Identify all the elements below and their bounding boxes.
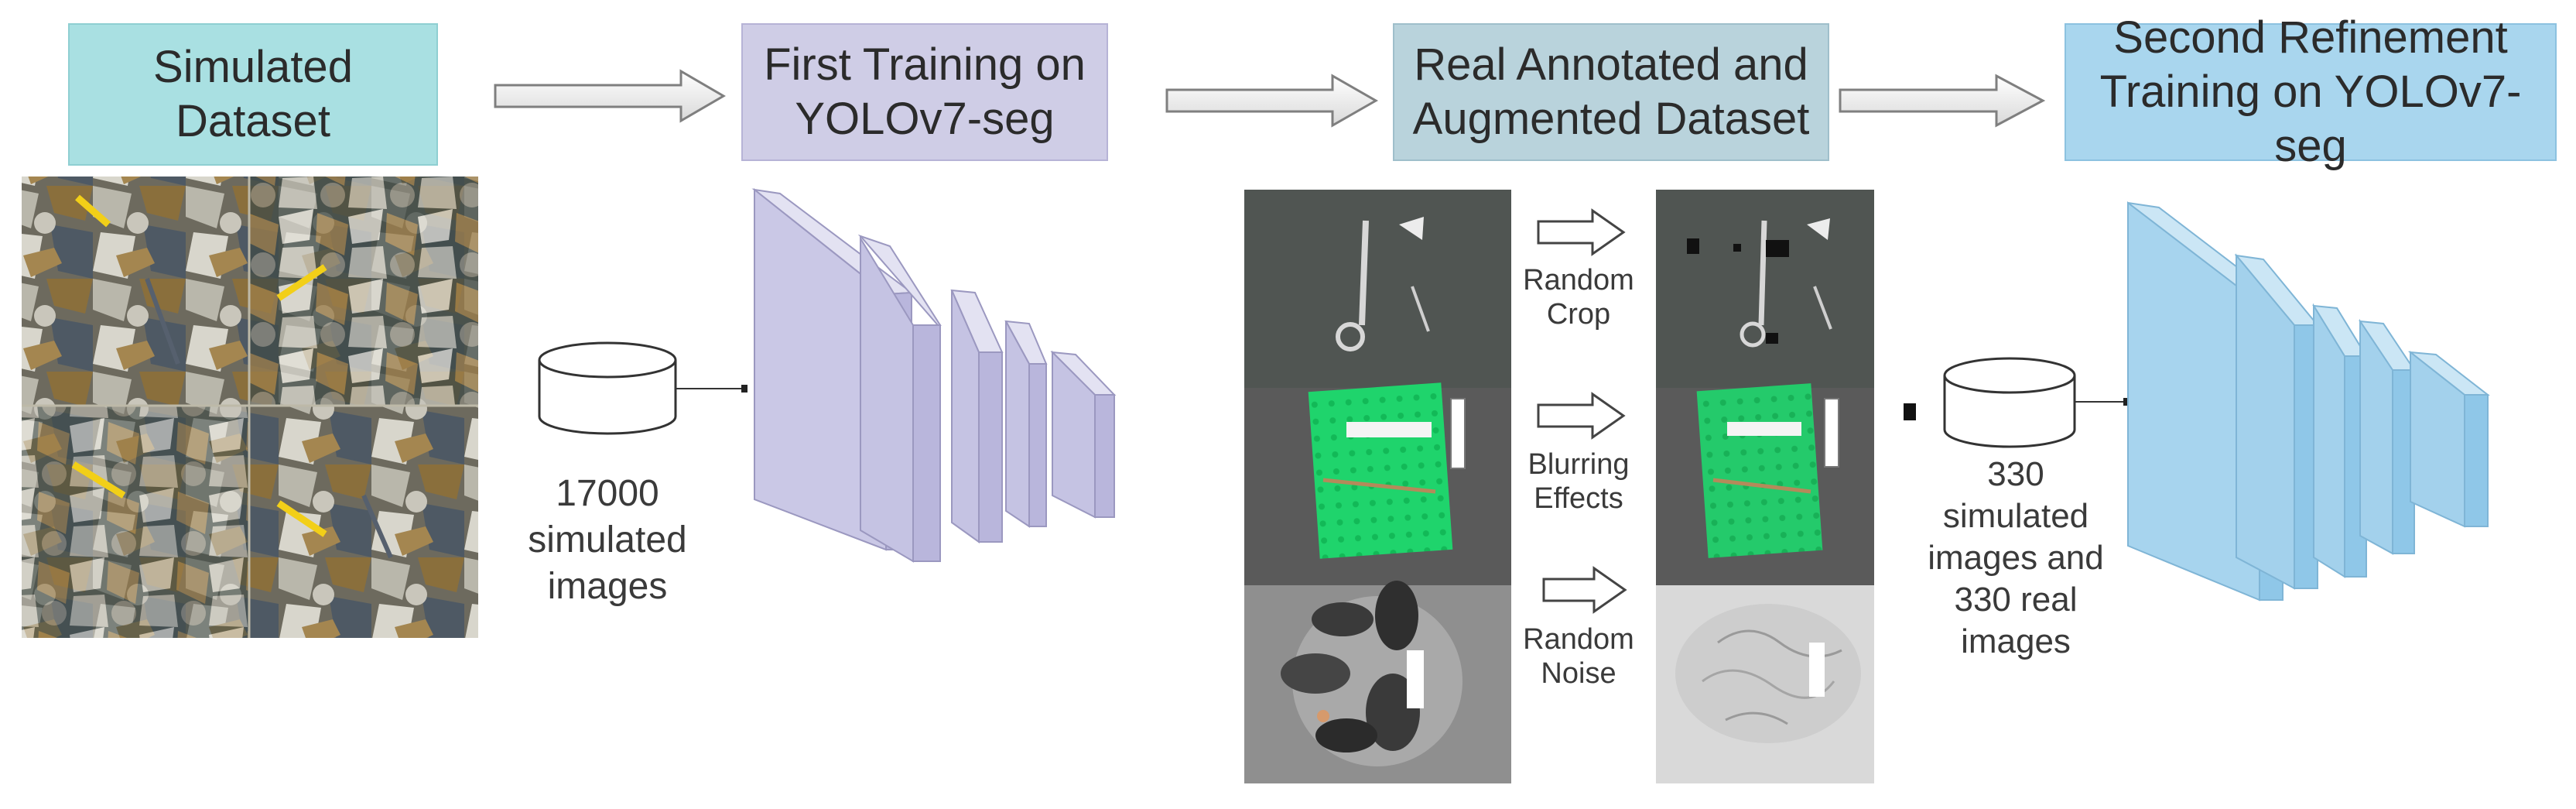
- simulated-count-line2: simulated: [528, 519, 687, 560]
- aug-blur-line2: Effects: [1534, 482, 1623, 515]
- real-images-augmented: [1656, 190, 1916, 783]
- stage-second-training-line2: Training on YOLOv7-seg: [2099, 67, 2522, 171]
- cnn-block-icon: [751, 187, 1117, 563]
- augmentation-label-blur: Blurring Effects: [1513, 447, 1644, 516]
- stage-first-training-line1: First Training on: [764, 39, 1086, 90]
- stage-simulated-dataset: Simulated Dataset: [68, 23, 438, 166]
- augmentation-label-noise: Random Noise: [1513, 622, 1644, 691]
- right-arrow-icon: [1537, 208, 1626, 256]
- right-arrow-icon: [1165, 74, 1379, 128]
- aug-blur-line1: Blurring: [1527, 448, 1630, 481]
- stage-first-training-line2: YOLOv7-seg: [795, 94, 1055, 144]
- right-arrow-icon: [1542, 566, 1627, 614]
- aug-arrow-crop: [1537, 208, 1626, 256]
- right-arrow-icon: [1839, 74, 2046, 128]
- mixed-count-line2: simulated: [1942, 497, 2089, 535]
- database-icon: [538, 341, 747, 435]
- stage-real-dataset-line1: Real Annotated and: [1414, 39, 1808, 90]
- aug-noise-line2: Noise: [1541, 657, 1616, 690]
- aug-arrow-noise: [1542, 566, 1627, 614]
- stage-real-dataset: Real Annotated and Augmented Dataset: [1393, 23, 1829, 161]
- mixed-count-caption: 330 simulated images and 330 real images: [1911, 454, 2120, 663]
- mixed-count-line3: images and: [1928, 539, 2104, 577]
- mixed-count-line5: images: [1961, 622, 2071, 660]
- right-arrow-icon: [494, 69, 726, 123]
- yellow-pointer-icon: [276, 500, 327, 537]
- cnn-block-icon: [2127, 201, 2490, 602]
- simulated-count-line1: 17000: [556, 473, 659, 514]
- stage-second-training: Second Refinement Training on YOLOv7-seg: [2065, 12, 2557, 171]
- yellow-pointer-icon: [276, 264, 327, 301]
- mixed-count-line1: 330: [1987, 455, 2044, 493]
- real-images-original: [1244, 190, 1511, 783]
- flow-arrow-3: [1839, 74, 2046, 128]
- stage-simulated-line1: Simulated: [153, 42, 353, 92]
- stage-real-dataset-line2: Augmented Dataset: [1412, 94, 1810, 144]
- yellow-pointer-icon: [71, 461, 126, 499]
- stage-first-training: First Training on YOLOv7-seg: [741, 23, 1108, 161]
- stage-second-training-line1: Second Refinement: [2113, 12, 2508, 63]
- flow-arrow-2: [1165, 74, 1379, 128]
- aug-crop-line1: Random: [1523, 264, 1634, 297]
- simulated-count-caption: 17000 simulated images: [503, 471, 712, 610]
- stage-simulated-line2: Dataset: [176, 96, 330, 146]
- augmentation-label-crop: Random Crop: [1513, 263, 1644, 331]
- aug-crop-line2: Crop: [1546, 298, 1611, 331]
- aug-arrow-blur: [1537, 392, 1626, 440]
- right-arrow-icon: [1537, 392, 1626, 440]
- simulated-images-mosaic: [22, 177, 478, 638]
- aug-noise-line1: Random: [1523, 623, 1634, 656]
- yellow-pointer-icon: [75, 194, 111, 228]
- mixed-count-line4: 330 real: [1954, 581, 2078, 619]
- database-icon: [1943, 357, 2130, 448]
- flow-arrow-1: [494, 69, 726, 123]
- simulated-count-line3: images: [547, 566, 668, 607]
